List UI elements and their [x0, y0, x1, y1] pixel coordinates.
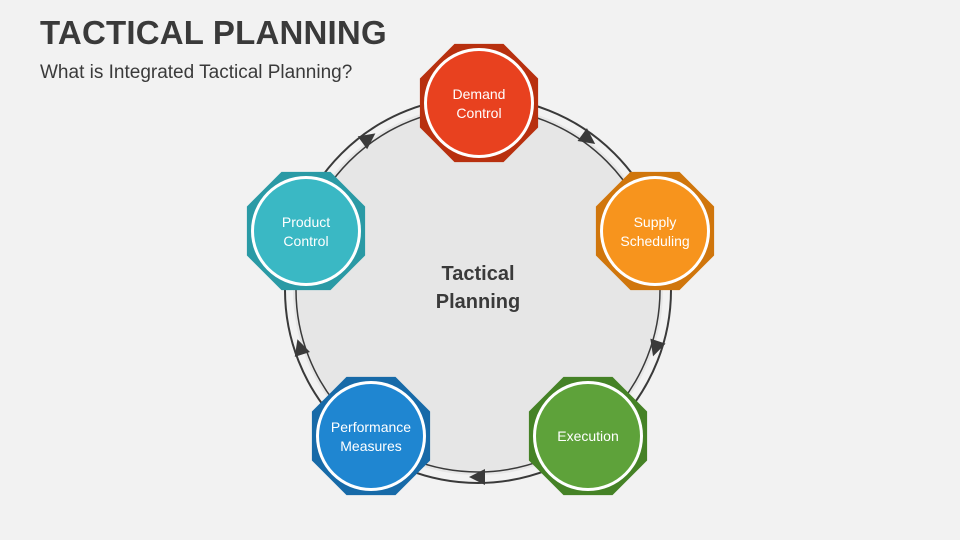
center-label-line2: Planning	[436, 291, 520, 313]
node-execution: Execution	[528, 376, 648, 496]
node-label: Supply	[634, 214, 677, 230]
slide-subtitle: What is Integrated Tactical Planning?	[40, 62, 353, 83]
node-label: Control	[283, 233, 328, 249]
node-circle	[319, 384, 423, 488]
node-circle	[603, 179, 707, 283]
cycle-arrow	[469, 469, 485, 485]
node-label: Scheduling	[620, 233, 689, 249]
center-label-line1: Tactical	[442, 263, 515, 285]
node-label: Measures	[340, 438, 401, 454]
node-circle	[254, 179, 358, 283]
slide-title: TACTICAL PLANNING	[40, 14, 387, 51]
cycle-arrow	[294, 339, 310, 357]
node-label: Execution	[557, 428, 618, 444]
cycle-arrow	[650, 338, 666, 357]
node-label: Control	[456, 105, 501, 121]
cycle-arrow	[577, 128, 596, 144]
node-circle	[427, 51, 531, 155]
node-circle	[536, 384, 640, 488]
node-label: Product	[282, 214, 330, 230]
node-label: Demand	[453, 86, 506, 102]
cycle-arrow	[357, 133, 376, 150]
node-label: Performance	[331, 419, 411, 435]
